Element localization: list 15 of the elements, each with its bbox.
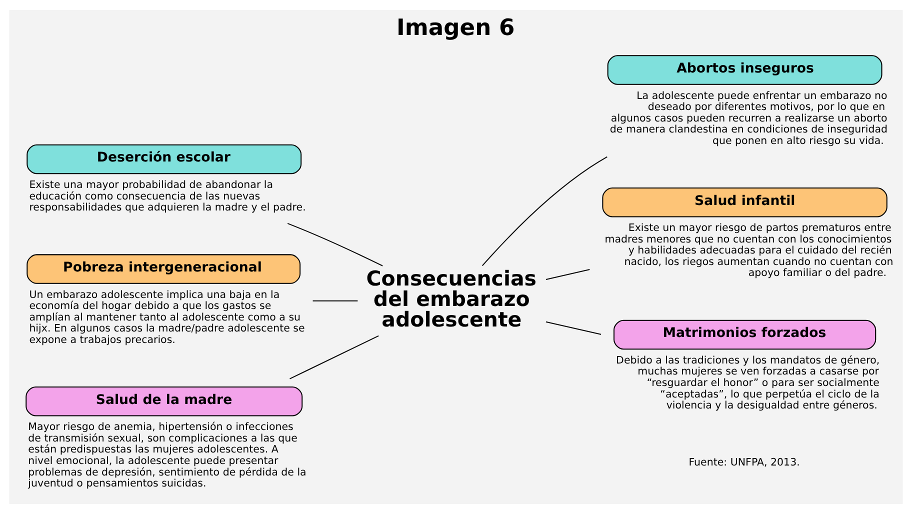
- node-text: Consecuencias del embarazo adolescente: [366, 266, 536, 332]
- connector: [545, 321, 601, 335]
- connector: [286, 222, 382, 266]
- connector: [289, 335, 378, 380]
- connector: [545, 268, 590, 280]
- diagram-title: Imagen 6: [396, 15, 514, 42]
- node-label: Existe un mayor riesgo de partos prematuros entre madres menores que no cuentan con los conocimientos y habilidades adecuadas para el cuidado del recién nacido, los riegos aumentan cuando no cuentan con apoyo familiar o del padre.: [604, 222, 893, 280]
- connector: [481, 156, 607, 266]
- node-label: Un embarazo adolescente implica una baja en la economía del hogar debido a que los gastos se amplían al mantener tanto al adolescente como a su hijx. En algunos casos la madre/padre adolescente se expone a trabajos precarios.: [28, 288, 304, 346]
- label: Fuente: UNFPA, 2013.: [688, 456, 800, 469]
- connector: [312, 300, 358, 302]
- node-label: La adolescente puede enfrentar un embarazo no deseado por diferentes motivos, por lo que en algunos casos pueden recurren a realizarse un aborto de manera clandestina en condiciones de inseguridad que ponen en alto riesgo su vida.: [609, 90, 888, 147]
- node-label: Debido a las tradiciones y los mandatos de género, muchas mujeres se ven forzadas a casarse por “resguardar el honor” o para ser socialmente “aceptadas”, lo que perpetúa el ciclo de la violencia y la desigualdad entre géneros.: [616, 354, 880, 412]
- node-label: Mayor riesgo de anemia, hipertensión o infecciones de transmisión sexual, son complicaciones a las que están predispuestas las mujeres adolescentes. A nivel emocional, la adolescente puede presentar problemas de depresión, sentimiento de pérdida de la juventud o pensamientos suicidas.: [28, 421, 306, 490]
- node-label: Existe una mayor probabilidad de abandonar la educación como consecuencia de las nuevas responsabilidades que adquieren la madre y el padre.: [28, 179, 306, 214]
